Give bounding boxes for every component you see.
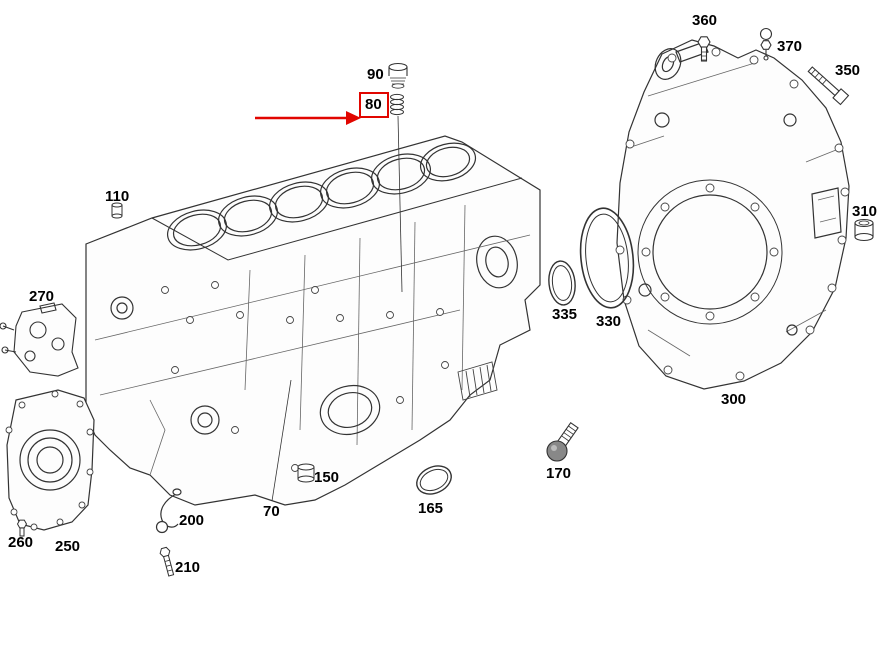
part-label-200: 200 bbox=[179, 512, 205, 529]
screw-210 bbox=[159, 546, 175, 577]
part-label-165: 165 bbox=[418, 500, 444, 517]
oring-165 bbox=[416, 465, 452, 495]
part-label-300: 300 bbox=[721, 391, 747, 408]
spring-80 bbox=[390, 93, 404, 116]
part-label-210: 210 bbox=[175, 559, 201, 576]
part-label-80: 80 bbox=[365, 96, 382, 113]
plug-170 bbox=[546, 421, 579, 462]
bolt-360 bbox=[697, 36, 711, 62]
part-label-330: 330 bbox=[596, 313, 622, 330]
sensor-370 bbox=[759, 27, 773, 61]
part-label-370: 370 bbox=[777, 38, 803, 55]
part-label-90: 90 bbox=[367, 66, 384, 83]
engine-block-drawing bbox=[85, 135, 541, 506]
bolt-350 bbox=[807, 66, 850, 106]
highlight-box bbox=[359, 92, 389, 118]
part-label-110: 110 bbox=[105, 188, 130, 205]
rear-cover-drawing bbox=[5, 389, 95, 531]
plug-90 bbox=[388, 62, 408, 89]
part-label-170: 170 bbox=[546, 465, 572, 482]
part-label-335: 335 bbox=[552, 306, 578, 323]
pin-110 bbox=[111, 202, 123, 219]
leader-lines bbox=[271, 115, 403, 502]
oring-335 bbox=[548, 260, 576, 306]
guide-200 bbox=[155, 488, 182, 534]
cup-150 bbox=[297, 463, 315, 483]
bolt-260 bbox=[16, 519, 28, 537]
part-label-250: 250 bbox=[55, 538, 81, 555]
part-label-150: 150 bbox=[314, 469, 340, 486]
data-plate bbox=[457, 361, 498, 401]
flywheel-housing-drawing bbox=[615, 39, 850, 390]
part-label-310: 310 bbox=[852, 203, 878, 220]
part-label-360: 360 bbox=[692, 12, 718, 29]
part-label-270: 270 bbox=[29, 288, 55, 305]
bracket-270-drawing bbox=[0, 302, 79, 377]
part-label-70: 70 bbox=[263, 503, 280, 520]
cylinder-bores bbox=[167, 142, 477, 251]
oring-330 bbox=[579, 207, 635, 309]
highlight-arrow bbox=[255, 111, 361, 125]
sleeve-310 bbox=[854, 218, 874, 242]
part-label-260: 260 bbox=[8, 534, 34, 551]
part-label-350: 350 bbox=[835, 62, 861, 79]
